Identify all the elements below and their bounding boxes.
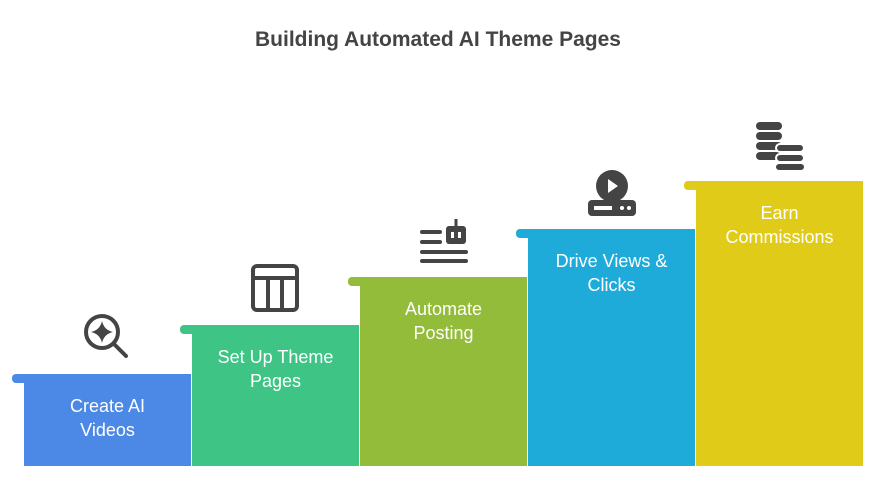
diagram-title: Building Automated AI Theme Pages	[255, 28, 621, 51]
step-label: Create AI Videos	[24, 394, 191, 442]
step-label-line1: Set Up Theme	[217, 347, 334, 367]
step-set-up-theme-pages: Set Up Theme Pages	[180, 325, 359, 466]
step-block	[360, 277, 527, 466]
step-earn-commissions: Earn Commissions	[684, 181, 863, 466]
step-create-ai-videos: Create AI Videos	[12, 374, 191, 466]
step-label-line2: Pages	[249, 371, 302, 391]
search-sparkle-icon	[80, 310, 132, 362]
table-layout-icon	[249, 262, 301, 314]
step-label: Automate Posting	[360, 297, 527, 345]
step-label-line1: Earn	[760, 203, 799, 223]
step-label-line1: Create AI	[69, 396, 146, 416]
video-player-device-icon	[586, 166, 638, 218]
step-label: Earn Commissions	[696, 201, 863, 249]
step-drive-views-clicks: Drive Views & Clicks	[516, 229, 695, 466]
robot-text-icon	[418, 214, 470, 266]
step-automate-posting: Automate Posting	[348, 277, 527, 466]
step-label-line1: Automate	[404, 299, 483, 319]
step-block	[528, 229, 695, 466]
step-block	[696, 181, 863, 466]
step-label-line2: Videos	[80, 420, 135, 440]
step-label: Drive Views & Clicks	[528, 249, 695, 297]
step-label-line1: Drive Views &	[555, 251, 668, 271]
step-label-line2: Posting	[413, 323, 474, 343]
step-block	[24, 374, 191, 466]
step-label: Set Up Theme Pages	[192, 345, 359, 393]
coins-stack-icon	[754, 118, 806, 170]
step-block	[192, 325, 359, 466]
step-label-line2: Commissions	[725, 227, 834, 247]
step-label-line2: Clicks	[587, 275, 636, 295]
